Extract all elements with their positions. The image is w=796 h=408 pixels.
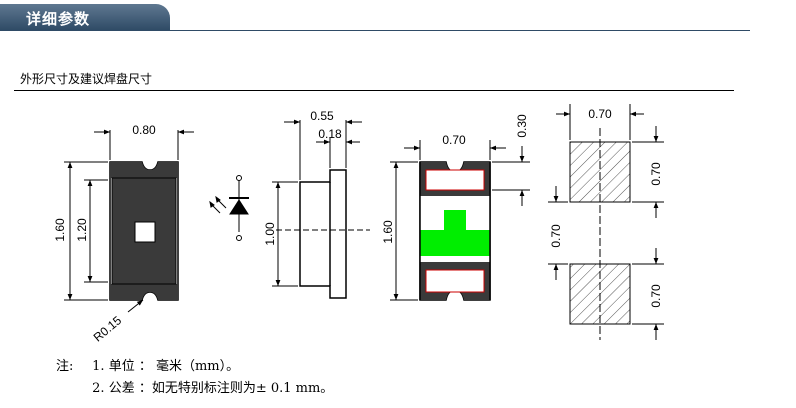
section-title: 外形尺寸及建议焊盘尺寸	[20, 72, 153, 86]
note-text: 单位 ： 毫米（mm）。	[108, 359, 240, 374]
note-row-2: 2. 公差 ：如无特别标注则为± 0.1 mm。	[56, 378, 333, 400]
side-body-label: 0.18	[318, 127, 342, 141]
side-height-label: 1.00	[263, 222, 277, 246]
radius-label: R0.15	[91, 313, 125, 345]
note-number: 2.	[92, 381, 105, 396]
header-divider	[0, 30, 750, 31]
green-pad-marker	[420, 210, 490, 256]
side-thickness-label: 0.55	[310, 109, 334, 123]
pad-width-label: 0.70	[588, 107, 612, 121]
bottom-terminal-upper-window	[425, 169, 485, 191]
note-row-1: 注: 1. 单位 ： 毫米（mm）。	[56, 356, 333, 378]
note-text: 公差 ：如无特别标注则为± 0.1 mm。	[108, 381, 334, 396]
bottom-end-label: 0.30	[515, 114, 529, 138]
top-width-label: 0.80	[132, 123, 156, 137]
header-title: 详细参数	[26, 10, 91, 28]
bottom-width-label: 0.70	[442, 133, 466, 147]
bottom-terminal-lower-window	[425, 269, 485, 293]
section-divider	[14, 90, 734, 91]
chip-window	[134, 221, 156, 243]
diode-symbol-icon	[209, 175, 249, 241]
pad-layout	[548, 104, 664, 340]
top-terminal-lower	[110, 284, 178, 300]
header-tab	[0, 4, 170, 30]
top-view	[64, 129, 194, 313]
bottom-length-label: 1.60	[381, 220, 395, 244]
header-bar: 详细参数	[0, 0, 796, 34]
notes: 注: 1. 单位 ： 毫米（mm）。 2. 公差 ：如无特别标注则为± 0.1 …	[56, 356, 333, 400]
pad-height-upper-label: 0.70	[649, 162, 663, 186]
bottom-view	[390, 140, 530, 301]
pad-gap-label: 0.70	[549, 224, 563, 248]
top-length-label: 1.60	[53, 218, 67, 242]
side-view-body	[299, 169, 347, 299]
side-view	[272, 119, 370, 299]
note-number: 1.	[92, 359, 105, 374]
notes-prefix: 注:	[56, 359, 74, 374]
top-inner-length-label: 1.20	[75, 218, 89, 242]
pad-height-lower-label: 0.70	[649, 284, 663, 308]
top-terminal-upper	[110, 162, 178, 178]
